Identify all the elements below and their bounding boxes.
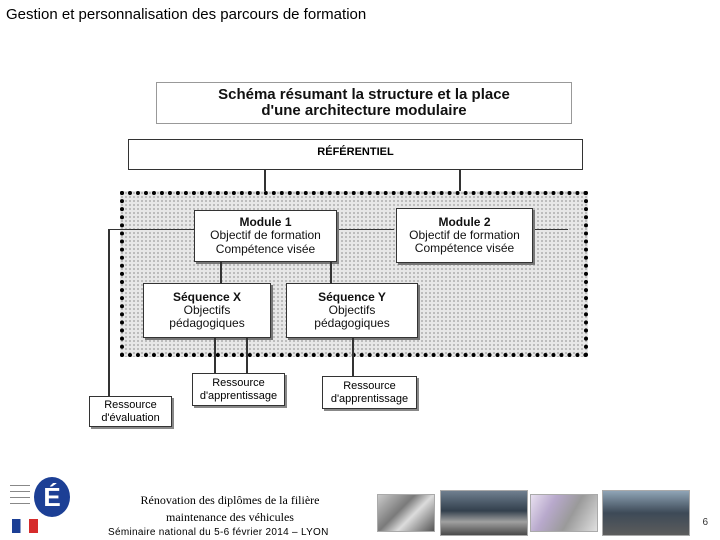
logo-flag-icon — [12, 519, 38, 533]
referentiel-box: RÉFÉRENTIEL — [128, 139, 583, 170]
logo-text-lines — [10, 485, 30, 509]
diagram-title: Schéma résumant la structure et la place… — [156, 82, 572, 124]
connector-module1-seqx — [220, 262, 222, 284]
slide-title: Gestion et personnalisation des parcours… — [6, 6, 367, 23]
sequence-x-box: Séquence X Objectifs pédagogiques — [143, 283, 271, 338]
connector-module2-side — [532, 229, 568, 230]
referentiel-label: RÉFÉRENTIEL — [317, 146, 394, 158]
page-number: 6 — [702, 517, 708, 528]
logo-e-circle: É — [34, 477, 70, 517]
connector-seqx-resource — [214, 338, 216, 374]
connector-seqy-resource — [352, 338, 354, 376]
resource-apprentissage-1-line2: d'apprentissage — [199, 389, 278, 402]
connector-ref-module1 — [264, 170, 266, 210]
diagram-title-line2: d'une architecture modulaire — [261, 102, 467, 119]
footer-seminar: Séminaire national du 5-6 février 2014 –… — [108, 527, 329, 538]
module-2-box: Module 2 Objectif de formation Compétenc… — [396, 208, 533, 263]
workshop-photo-1 — [377, 494, 435, 532]
resource-apprentissage-1-line1: Ressource — [212, 377, 265, 390]
module-2-competence: Compétence visée — [414, 241, 515, 256]
module-2-title: Module 2 — [438, 214, 491, 229]
module-2-objective: Objectif de formation — [409, 227, 520, 242]
sequence-y-box: Séquence Y Objectifs pédagogiques — [286, 283, 418, 338]
connector-evaluation-bracket — [108, 229, 194, 397]
sequence-y-line1: Objectifs — [328, 302, 376, 317]
module-1-competence: Compétence visée — [215, 241, 316, 256]
resource-apprentissage-2: Ressource d'apprentissage — [322, 376, 417, 409]
connector-module1-seqy — [330, 262, 332, 284]
sequence-x-line2: pédagogiques — [169, 316, 245, 331]
resource-apprentissage-1: Ressource d'apprentissage — [192, 373, 285, 406]
sequence-x-title: Séquence X — [172, 289, 242, 304]
resource-evaluation: Ressource d'évaluation — [89, 396, 172, 427]
module-1-objective: Objectif de formation — [210, 228, 321, 243]
sequence-y-title: Séquence Y — [318, 289, 386, 304]
workshop-photo-3 — [530, 494, 598, 532]
resource-evaluation-line2: d'évaluation — [101, 411, 160, 424]
diagram-title-line1: Schéma résumant la structure et la place — [218, 85, 510, 103]
resource-apprentissage-2-line2: d'apprentissage — [330, 392, 409, 405]
footer-title-line2: maintenance des véhicules — [166, 510, 294, 524]
ministere-logo-icon: É — [10, 477, 72, 535]
workshop-photo-2 — [440, 490, 528, 536]
footer-title-line1: Rénovation des diplômes de la filière — [140, 493, 320, 507]
sequence-y-line2: pédagogiques — [314, 316, 390, 331]
resource-evaluation-line1: Ressource — [104, 399, 157, 412]
module-1-title: Module 1 — [239, 215, 292, 230]
resource-apprentissage-2-line1: Ressource — [343, 380, 396, 393]
connector-module1-side — [336, 229, 394, 230]
connector-ref-module2 — [459, 170, 461, 210]
connector-seqx-resource2 — [246, 338, 248, 374]
sequence-x-line1: Objectifs — [183, 302, 231, 317]
module-1-box: Module 1 Objectif de formation Compétenc… — [194, 210, 337, 262]
workshop-photo-4 — [602, 490, 690, 536]
